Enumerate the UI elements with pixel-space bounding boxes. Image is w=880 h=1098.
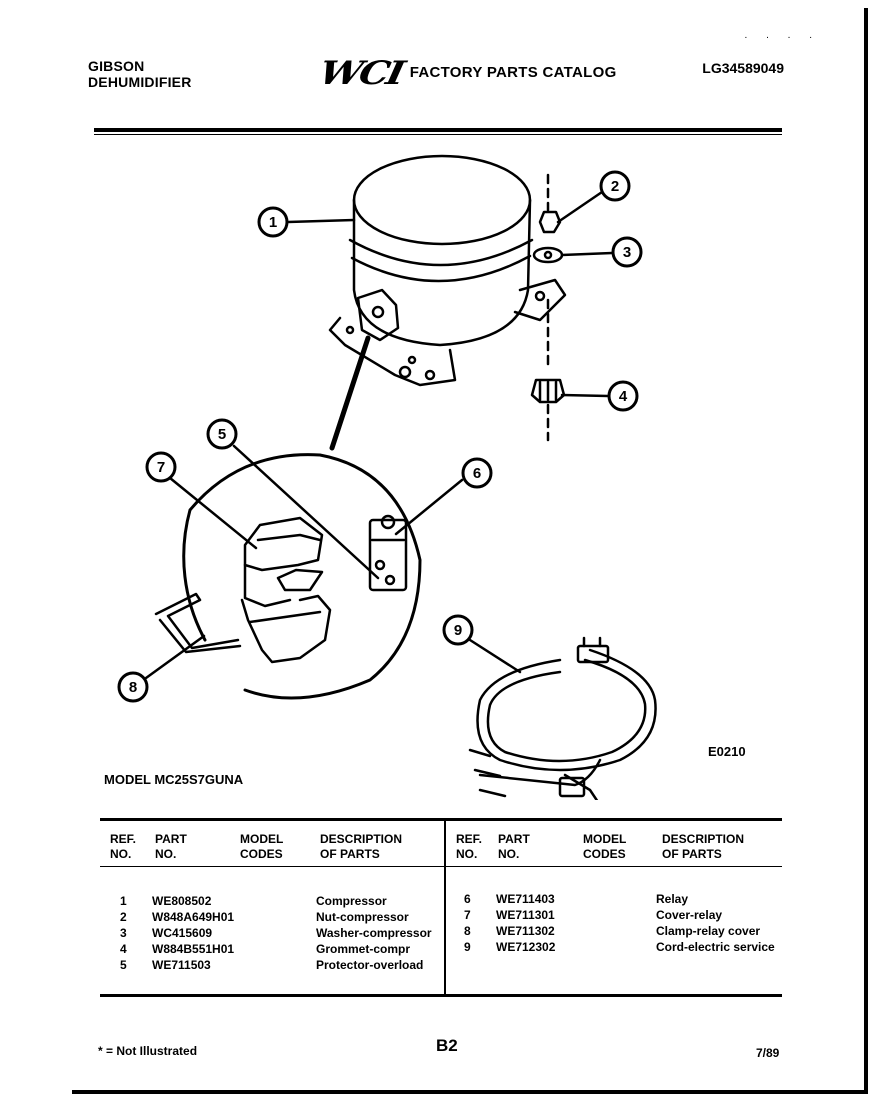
row-ref: 1 bbox=[120, 894, 127, 908]
row-desc: Grommet-compr bbox=[316, 942, 411, 956]
table-row: 8 WE711302 Clamp-relay cover bbox=[464, 923, 760, 939]
header-brand-block: GIBSON DEHUMIDIFIER bbox=[88, 58, 192, 90]
row-desc: Cover-relay bbox=[656, 908, 723, 922]
row-ref: 3 bbox=[120, 926, 127, 940]
row-desc: Compressor bbox=[316, 894, 387, 908]
callout-8 bbox=[117, 671, 149, 703]
row-part: WE711302 bbox=[496, 924, 555, 938]
table-row: 5 WE711503 Protector-overload bbox=[120, 957, 423, 973]
callout-3 bbox=[611, 236, 643, 268]
row-part: W848A649H01 bbox=[152, 910, 235, 924]
exploded-parts-diagram: 1 2 3 4 5 6 7 8 9 bbox=[117, 154, 657, 800]
row-ref: 4 bbox=[120, 942, 127, 956]
callout-label-1: 1 bbox=[269, 214, 277, 231]
callout-label-8: 8 bbox=[129, 679, 137, 696]
table-row: 1 WE808502 Compressor bbox=[120, 893, 387, 909]
row-ref: 6 bbox=[464, 892, 471, 906]
table-row: 9 WE712302 Cord-electric service bbox=[464, 939, 775, 955]
callout-4 bbox=[607, 380, 639, 412]
callout-1 bbox=[257, 206, 289, 238]
header-ref-left: REF.NO. bbox=[110, 832, 137, 861]
row-part: WE711301 bbox=[496, 908, 555, 922]
brand-name: GIBSON bbox=[88, 58, 145, 74]
table-row: 6 WE711403 Relay bbox=[464, 891, 688, 907]
catalog-code: LG34589049 bbox=[702, 60, 784, 76]
callout-label-2: 2 bbox=[611, 178, 619, 195]
table-header-rule-left bbox=[100, 866, 444, 867]
table-row: 3 WC415609 Washer-compressor bbox=[120, 925, 432, 941]
row-part: WE808502 bbox=[152, 894, 212, 908]
header-rule-thick bbox=[94, 128, 782, 132]
row-desc: Cord-electric service bbox=[656, 940, 775, 954]
header-ref-right: REF.NO. bbox=[456, 832, 483, 861]
scan-specks: . . . . bbox=[744, 30, 820, 41]
row-ref: 7 bbox=[464, 908, 471, 922]
callout-label-9: 9 bbox=[454, 622, 462, 639]
callout-label-7: 7 bbox=[157, 459, 165, 476]
callout-7 bbox=[461, 457, 493, 489]
table-row: 4 W884B551H01 Grommet-compr bbox=[120, 941, 410, 957]
product-name: DEHUMIDIFIER bbox=[88, 74, 192, 90]
callout-9 bbox=[442, 614, 474, 646]
catalog-header: WCI FACTORY PARTS CATALOG bbox=[316, 50, 617, 95]
table-bottom-rule bbox=[100, 994, 782, 997]
overload-protector-illustration bbox=[368, 514, 408, 592]
callout-5 bbox=[206, 418, 238, 450]
footer-date: 7/89 bbox=[756, 1046, 780, 1060]
callout-label-3: 3 bbox=[623, 244, 631, 261]
table-row: 7 WE711301 Cover-relay bbox=[464, 907, 722, 923]
page-number: B2 bbox=[436, 1036, 458, 1055]
model-label: MODEL MC25S7GUNA bbox=[104, 772, 244, 787]
mounting-hardware-illustration bbox=[530, 173, 566, 442]
row-part: WE711403 bbox=[496, 892, 555, 906]
row-desc: Washer-compressor bbox=[316, 926, 432, 940]
row-part: WE711503 bbox=[152, 958, 211, 972]
row-ref: 9 bbox=[464, 940, 471, 954]
relay-illustration bbox=[240, 594, 332, 664]
table-header-rule-right bbox=[446, 866, 782, 867]
row-desc: Protector-overload bbox=[316, 958, 424, 972]
row-part: WE712302 bbox=[496, 940, 556, 954]
callout-label-6: 6 bbox=[473, 465, 481, 482]
footer-note: * = Not Illustrated bbox=[98, 1044, 198, 1058]
row-desc: Nut-compressor bbox=[316, 910, 409, 924]
table-top-rule bbox=[100, 818, 782, 821]
row-desc: Clamp-relay cover bbox=[656, 924, 761, 938]
page-frame bbox=[72, 8, 868, 1094]
row-ref: 2 bbox=[120, 910, 127, 924]
power-cord-illustration bbox=[468, 636, 657, 800]
compressor-illustration bbox=[328, 154, 567, 387]
row-part: WC415609 bbox=[152, 926, 213, 940]
callout-6 bbox=[145, 451, 177, 483]
callout-2 bbox=[599, 170, 631, 202]
row-ref: 5 bbox=[120, 958, 127, 972]
row-desc: Relay bbox=[656, 892, 689, 906]
header-rule-thin bbox=[94, 134, 782, 135]
clamp-illustration bbox=[154, 592, 242, 654]
relay-cover-illustration bbox=[243, 516, 324, 608]
table-column-divider bbox=[444, 821, 446, 994]
figure-code: E0210 bbox=[708, 744, 746, 759]
row-part: W884B551H01 bbox=[152, 942, 235, 956]
callout-label-4: 4 bbox=[619, 388, 628, 405]
catalog-title: FACTORY PARTS CATALOG bbox=[409, 64, 617, 81]
row-ref: 8 bbox=[464, 924, 471, 938]
table-row: 2 W848A649H01 Nut-compressor bbox=[120, 909, 409, 925]
callout-label-5: 5 bbox=[218, 426, 226, 443]
